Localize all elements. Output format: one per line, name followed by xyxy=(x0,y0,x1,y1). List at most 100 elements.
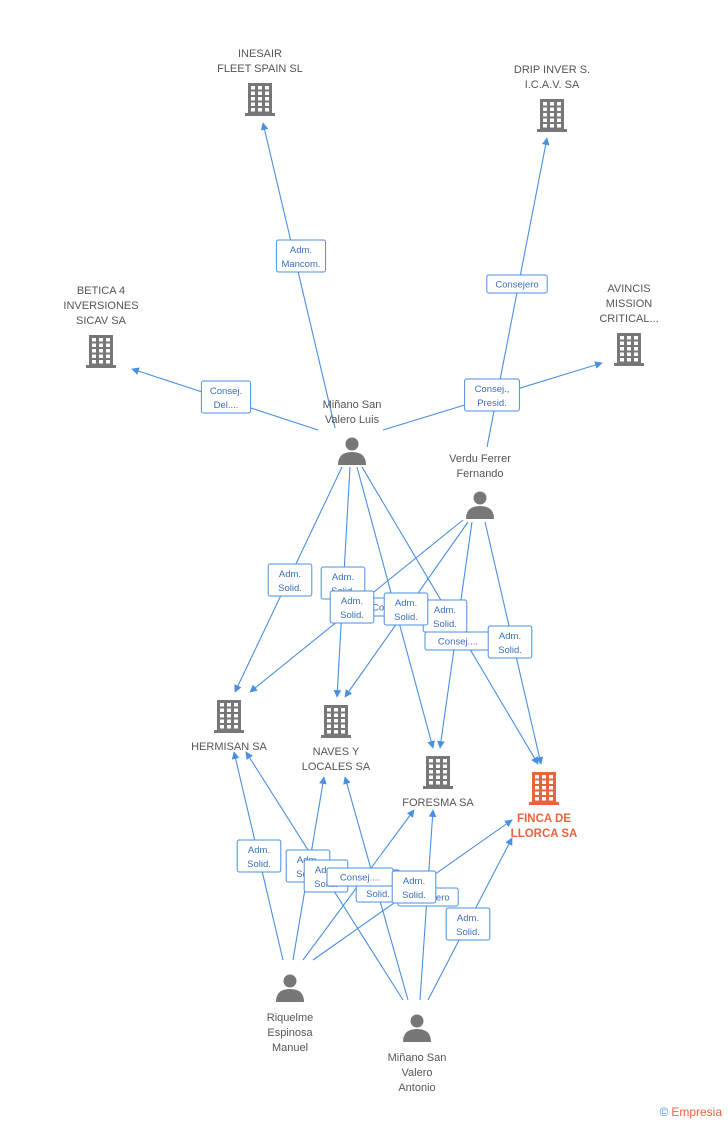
edge-label-riquelme-hermisan[interactable]: Adm. Solid. xyxy=(236,839,282,873)
node-avincis[interactable]: AVINCISMISSIONCRITICAL... xyxy=(599,283,659,366)
edge-label-text: Solid. xyxy=(247,859,271,870)
edge-label-text: Consej.... xyxy=(340,873,380,884)
edge-label-box xyxy=(383,592,429,626)
nodes-layer: INESAIR FLEET SPAIN SL DRIP INVER S. I.C.A.… xyxy=(63,48,658,1094)
edge-label-minano_luis-avincis[interactable]: Consej.,Presid. xyxy=(464,378,520,412)
edge-label-box xyxy=(464,378,520,412)
edge-label-text: Adm. xyxy=(434,605,456,616)
edge-label-text: Consej.... xyxy=(438,637,478,648)
edge-label-text: Solid. xyxy=(394,612,418,623)
node-label-minano_antonio: Valero xyxy=(402,1067,433,1079)
edge-label-text: Adm. xyxy=(341,596,363,607)
node-label-minano_luis: Valero Luis xyxy=(325,414,380,426)
edge-label-verdu-finca[interactable]: Adm. Solid. xyxy=(487,625,533,659)
edge-label-text: Mancom. xyxy=(281,259,320,270)
edge-label-verdu-naves[interactable]: Adm. Solid. xyxy=(383,592,429,626)
brand-logo[interactable]: Empresia xyxy=(671,1105,722,1119)
edge-label-box xyxy=(267,563,313,597)
node-label-minano_antonio: Miñano San xyxy=(388,1052,447,1064)
node-label-finca: FINCA DE xyxy=(517,813,571,825)
person-icon xyxy=(466,491,494,519)
building-icon xyxy=(529,772,559,805)
node-label-minano_antonio: Antonio xyxy=(398,1082,435,1094)
edge-label-box xyxy=(391,870,437,904)
node-label-naves: NAVES Y xyxy=(313,746,360,758)
edge-label-text: Solid. xyxy=(314,879,338,890)
edge-label-minano_antonio-naves[interactable]: Consej.... xyxy=(326,867,394,887)
person-icon xyxy=(338,437,366,465)
edge-label-text: Co... xyxy=(372,603,392,614)
edge-label-text: Adm. xyxy=(403,876,425,887)
building-icon xyxy=(214,700,244,733)
node-label-avincis: MISSION xyxy=(606,298,653,310)
node-hermisan[interactable]: HERMISAN SA xyxy=(191,700,268,753)
edge-label-text: Consej. xyxy=(210,386,242,397)
node-label-betica: BETICA 4 xyxy=(77,285,125,297)
node-label-finca: LLORCA SA xyxy=(511,828,578,840)
edge-label-text: Adm. xyxy=(499,631,521,642)
edge-label-verdu-hermisan[interactable]: Adm. Solid. xyxy=(329,590,375,624)
person-icon xyxy=(403,1014,431,1042)
building-icon xyxy=(537,99,567,132)
node-finca[interactable]: FINCA DE LLORCA SA xyxy=(511,772,578,840)
person-icon xyxy=(276,974,304,1002)
building-icon xyxy=(86,335,116,368)
edge-label-minano_luis-hermisan[interactable]: Adm.Solid. xyxy=(267,563,313,597)
edge-label-text: Presid. xyxy=(477,398,507,409)
edge-label-text: Solid. xyxy=(340,610,364,621)
edge-label-text: Solid. xyxy=(456,927,480,938)
edge-label-minano_luis-inesair[interactable]: Adm. Mancom. xyxy=(275,239,327,273)
footer: ©Empresia xyxy=(659,1105,722,1119)
edge-label-text: Solid. xyxy=(433,619,457,630)
edge-label-minano_antonio-foresma[interactable]: Adm. Solid. xyxy=(391,870,437,904)
node-label-inesair: FLEET SPAIN SL xyxy=(217,63,303,75)
edge-label-box xyxy=(329,590,375,624)
building-icon xyxy=(614,333,644,366)
edge-label-box xyxy=(236,839,282,873)
node-label-minano_luis: Miñano San xyxy=(323,399,382,411)
edge-label-text: Adm. xyxy=(332,572,354,583)
node-label-foresma: FORESMA SA xyxy=(402,797,474,809)
edge-label-text: Adm. xyxy=(315,865,337,876)
node-label-riquelme: Manuel xyxy=(272,1042,308,1054)
edge-minano_luis-inesair xyxy=(260,122,336,429)
edge-label-text: Solid. xyxy=(498,645,522,656)
building-icon xyxy=(245,83,275,116)
copyright-symbol: © xyxy=(659,1105,669,1119)
edge-label-verdu-foresma[interactable]: Consej.... xyxy=(424,631,492,651)
node-label-riquelme: Riquelme xyxy=(267,1012,313,1024)
edge-label-text: Solid. xyxy=(402,890,426,901)
edge-label-minano_luis-finca[interactable]: Adm. Solid. xyxy=(422,599,468,633)
edge-label-minano_luis-betica[interactable]: Consej. Del.... xyxy=(200,380,252,414)
edge-label-box xyxy=(487,625,533,659)
node-label-verdu: Verdu Ferrer xyxy=(449,453,511,465)
edge-label-minano_antonio-finca[interactable]: Adm.Solid. xyxy=(445,907,491,941)
edge-label-text: Adm. xyxy=(279,569,301,580)
node-label-betica: SICAV SA xyxy=(76,315,127,327)
node-label-riquelme: Espinosa xyxy=(267,1027,313,1039)
edge-label-text: Adm. xyxy=(248,845,270,856)
node-label-drip: DRIP INVER S. xyxy=(514,64,590,76)
edge-label-box xyxy=(200,380,252,414)
edge-label-text: Adm. xyxy=(290,245,312,256)
edge-label-box xyxy=(445,907,491,941)
building-icon xyxy=(321,705,351,738)
node-drip[interactable]: DRIP INVER S. I.C.A.V. SA xyxy=(514,64,590,132)
node-label-inesair: INESAIR xyxy=(238,48,282,60)
node-inesair[interactable]: INESAIR FLEET SPAIN SL xyxy=(217,48,303,116)
edge-label-box xyxy=(486,274,548,294)
edge-label-text: Del.... xyxy=(214,400,239,411)
edge-label-text: Consejero xyxy=(495,280,538,291)
node-foresma[interactable]: FORESMA SA xyxy=(402,756,474,809)
edge-label-verdu-drip[interactable]: Consejero xyxy=(486,274,548,294)
edge-label-box xyxy=(275,239,327,273)
edge-label-text: Adm. xyxy=(395,598,417,609)
node-label-drip: I.C.A.V. SA xyxy=(525,79,580,91)
